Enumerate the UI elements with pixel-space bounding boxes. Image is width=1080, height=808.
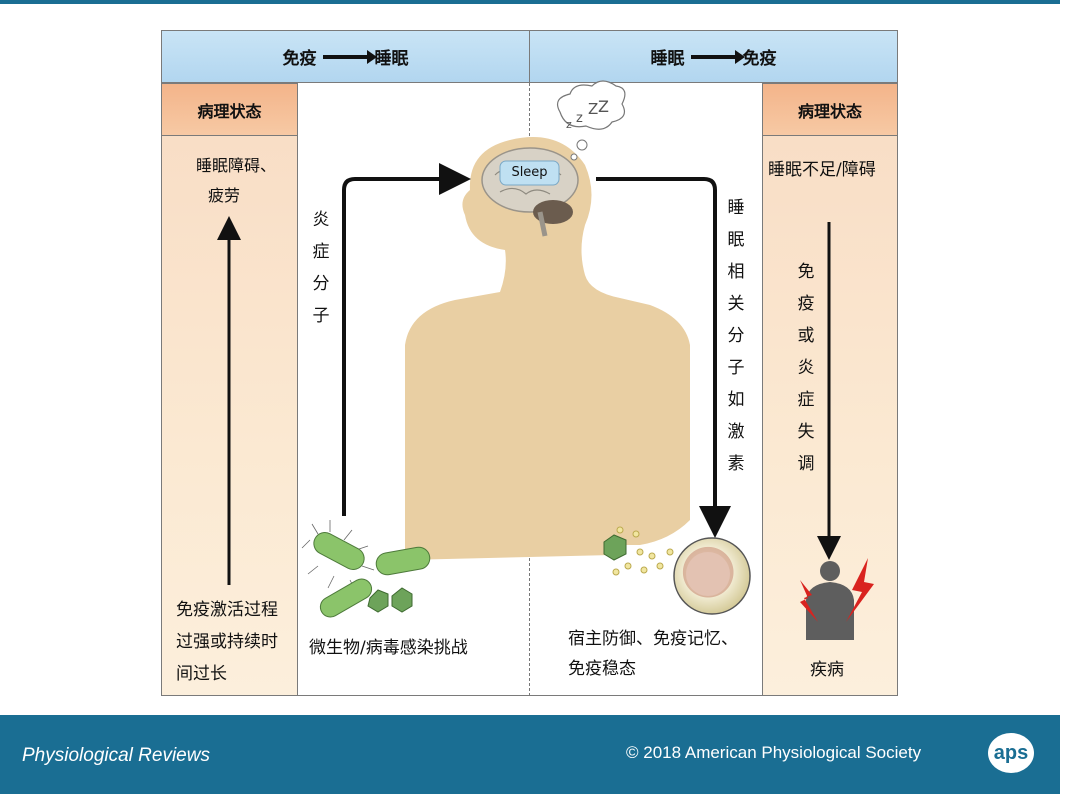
svg-text:Z: Z <box>598 97 609 116</box>
footer-bar: Physiological Reviews © 2018 American Ph… <box>0 715 1060 794</box>
header-sleep-to-immune: 睡眠 免疫 <box>529 30 898 83</box>
microbe-challenge-text: 微生物/病毒感染挑战 <box>309 638 468 658</box>
svg-text:Z: Z <box>588 100 598 118</box>
sick-person-icon <box>800 558 874 640</box>
microbes-icon <box>301 520 431 618</box>
svg-text:z: z <box>576 111 583 126</box>
center-right-char: 子 <box>727 358 745 378</box>
left-bottom-text-2: 过强或持续时 <box>176 632 278 652</box>
center-left-char: 症 <box>312 242 330 262</box>
sleep-label-box <box>499 160 560 186</box>
header-right-to: 免疫 <box>742 49 777 69</box>
left-bottom-text-1: 免疫激活过程 <box>176 600 278 620</box>
copyright-text: © 2018 American Physiological Society <box>626 743 922 762</box>
header-right-from: 睡眠 <box>650 49 685 69</box>
right-top-text: 睡眠不足/障碍 <box>768 160 876 180</box>
center-right-char: 分 <box>727 326 745 346</box>
center-right-char: 睡 <box>727 198 745 218</box>
right-vertical-char: 疫 <box>797 294 815 314</box>
center-left-char: 子 <box>312 306 330 326</box>
center-right-char: 如 <box>727 390 745 410</box>
brain-sleep-label: Sleep <box>511 165 548 180</box>
center-left-char: 炎 <box>312 210 330 230</box>
right-vertical-char: 免 <box>797 262 815 282</box>
right-vertical-char: 调 <box>797 454 815 474</box>
header-immune-to-sleep: 免疫 睡眠 <box>161 30 530 83</box>
left-top-text-1: 睡眠障碍、 <box>196 156 277 175</box>
header-left-from: 免疫 <box>282 49 317 69</box>
left-bottom-text-3: 间过长 <box>176 664 227 684</box>
center-right-char: 相 <box>727 262 745 282</box>
sleep-thought-bubble-icon <box>557 80 626 130</box>
center-right-char: 关 <box>727 294 745 314</box>
human-body-silhouette <box>405 137 690 560</box>
journal-name: Physiological Reviews <box>22 745 210 766</box>
left-top-text-2: 疲劳 <box>208 186 241 205</box>
host-defense-text-1: 宿主防御、免疫记忆、 <box>568 629 738 649</box>
svg-text:z: z <box>566 118 572 131</box>
sleep-molecule-arrow-icon <box>596 177 731 538</box>
center-left-char: 分 <box>312 274 330 294</box>
right-arrow-icon <box>322 49 377 64</box>
top-accent-line <box>0 0 1060 4</box>
center-right-char: 素 <box>727 454 745 474</box>
immune-cell-icon <box>603 526 751 615</box>
host-defense-text-2: 免疫稳态 <box>568 659 636 679</box>
center-right-char: 眠 <box>727 230 745 250</box>
right-vertical-char: 失 <box>797 422 815 442</box>
right-bottom-text: 疾病 <box>810 660 844 680</box>
header-left-to: 睡眠 <box>374 49 409 69</box>
inflammation-arrow-icon <box>342 163 471 516</box>
right-arrow-icon <box>690 49 745 64</box>
right-pathology-title: 病理状态 <box>763 84 897 136</box>
aps-logo-icon: aps <box>988 733 1034 773</box>
left-pathology-title: 病理状态 <box>162 84 297 136</box>
right-vertical-char: 炎 <box>797 358 815 378</box>
right-vertical-char: 或 <box>797 326 815 346</box>
right-vertical-char: 症 <box>797 390 815 410</box>
center-right-char: 激 <box>727 422 745 442</box>
